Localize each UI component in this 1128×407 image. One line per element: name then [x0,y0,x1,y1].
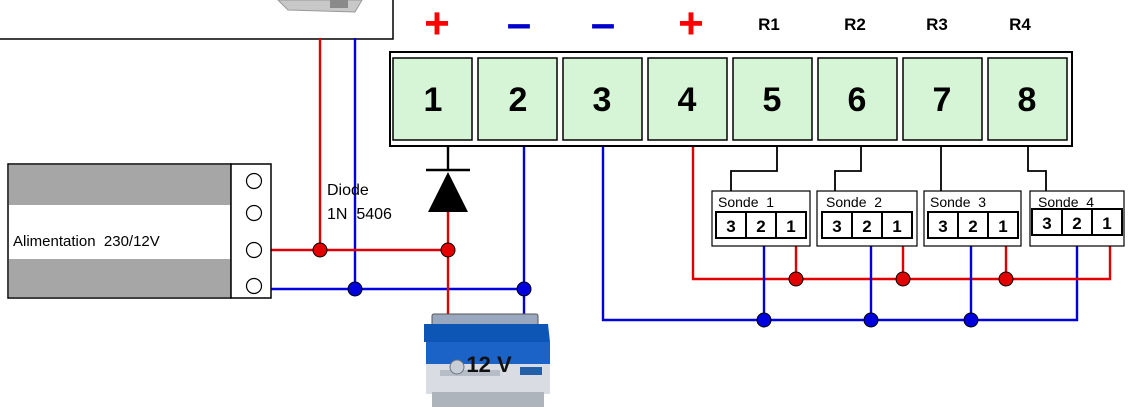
terminal-number: 6 [848,81,867,119]
sensor-pin: 2 [862,217,871,236]
supply-terminal [245,241,263,259]
terminal-numbers: 1 2 3 4 5 6 7 8 [424,81,1037,119]
supply-terminal [245,172,263,190]
sensor-label: Sonde 2 [826,194,882,210]
sensor-pin: 1 [1102,214,1111,233]
terminal-cell [817,57,898,141]
polarity-sign-2: – [507,0,531,48]
relay-label: R1 [758,15,780,34]
supply-terminal [245,204,263,222]
sensor-label: Sonde 1 [718,194,774,210]
sensor-pin: 3 [832,217,841,236]
sensor-pin: 2 [756,217,765,236]
junctions [312,242,1014,328]
relay-label: R4 [1009,15,1031,34]
terminal-number: 3 [593,81,612,119]
sensor: Sonde 1 3 2 1 [711,190,811,247]
supply-terminal [245,277,263,295]
sensors: Sonde 1 3 2 1 Sonde 2 3 2 1 Sonde 3 3 2 [711,190,1125,247]
polarity-sign-3: – [591,0,615,48]
sensor-pin: 3 [938,217,947,236]
sensor-pin: 1 [786,217,795,236]
polarity-signs: + – – + [424,0,704,48]
sensor-label: Sonde 4 [1038,194,1094,210]
sensor-pin: 3 [726,217,735,236]
relay-label: R3 [926,15,948,34]
terminal-number: 1 [424,81,443,119]
controller-connector-image [277,0,363,13]
sensor-pin: 1 [892,217,901,236]
polarity-sign-1: + [424,0,450,48]
battery-label: 12 V [466,352,512,377]
sensor-pin: 3 [1042,214,1051,233]
diode-symbol [426,168,470,212]
wires [270,38,1112,322]
sensor: Sonde 4 3 2 1 [1029,190,1125,247]
terminal-number: 7 [933,81,952,119]
polarity-sign-4: + [678,0,704,48]
terminal-cell [562,57,643,141]
sensor-pin: 1 [998,217,1007,236]
terminal-number: 4 [678,81,697,119]
terminal-cell [987,57,1068,141]
diode-label: Diode 1N 5406 [327,182,392,223]
sensor-label: Sonde 3 [930,194,986,210]
sensor-pin: 2 [1072,214,1081,233]
relay-labels: R1 R2 R3 R4 [758,15,1031,34]
terminal-cell [647,57,728,141]
diode-label-line2: 1N 5406 [327,206,392,223]
diode-label-line1: Diode [327,182,369,199]
terminal-cell [392,57,473,141]
terminal-cell [732,57,813,141]
relay-label: R2 [844,15,866,34]
power-supply: Alimentation 230/12V [7,163,272,299]
power-supply-label: Alimentation 230/12V [13,233,160,250]
terminal-block [389,51,1073,147]
battery: 12 V [424,313,550,407]
sensor-pin: 2 [968,217,977,236]
terminal-cell [902,57,983,141]
terminal-number: 5 [763,81,782,119]
terminal-number: 8 [1018,81,1037,119]
sensor: Sonde 2 3 2 1 [816,190,918,247]
terminal-cell [477,57,558,141]
sensor: Sonde 3 3 2 1 [923,190,1022,247]
terminal-number: 2 [509,81,528,119]
